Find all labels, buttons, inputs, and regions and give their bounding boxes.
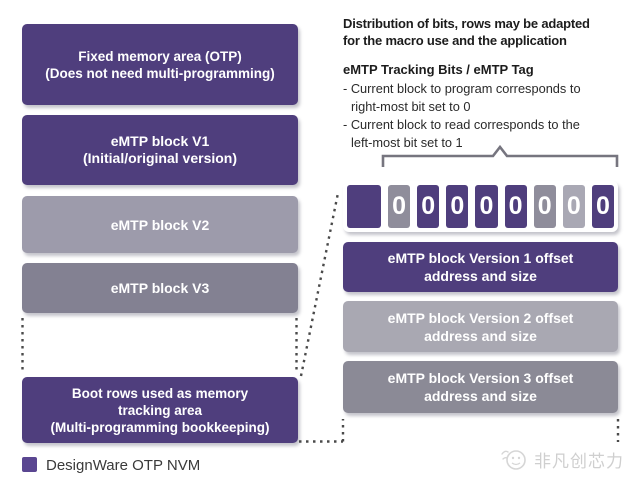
bullet-line: - Current block to read corresponds to t… [343,117,580,132]
watermark-text: 非凡创芯力 [534,451,624,471]
legend-label: DesignWare OTP NVM [46,457,201,474]
block-text-line: eMTP block Version 1 offset [387,250,574,266]
watermark-logo-icon [501,450,526,470]
bit-cell: 0 [388,185,411,228]
block-text-line: eMTP block V1 [110,133,210,149]
right-title: Distribution of bits, rows may be adapte… [343,15,640,49]
bit-cell: 0 [504,185,527,228]
block-text-line: address and size [424,327,537,344]
block-boot-rows: Boot rows used as memory tracking area (… [22,377,298,443]
block-version3-offset: eMTP block Version 3 offset address and … [343,361,618,413]
tracking-bits-row: 0 0 0 0 0 0 0 0 [343,181,618,232]
dashed-diagonal-connector [299,192,340,377]
block-emtp-v1: eMTP block V1 (Initial/original version) [22,115,298,185]
block-text-line: (Multi-programming bookkeeping) [50,419,270,435]
block-text-line: eMTP block V2 [110,216,210,233]
right-title-line: Distribution of bits, rows may be adapte… [343,16,590,31]
bit-cell: 0 [533,185,556,228]
block-version2-offset: eMTP block Version 2 offset address and … [343,301,618,352]
block-emtp-v3: eMTP block V3 [22,263,298,313]
block-text-line: eMTP block Version 2 offset [387,309,574,326]
bit-cell: 0 [417,185,440,228]
block-text-line: address and size [424,388,537,404]
block-text-line: (Initial/original version) [82,150,238,166]
watermark: 非凡创芯力 [499,445,624,473]
block-fixed-memory-area: Fixed memory area (OTP) (Does not need m… [22,24,298,105]
bit-cell: 0 [562,185,585,228]
brace [381,144,619,167]
block-text-line: address and size [424,268,537,284]
block-text-line: Boot rows used as memory [71,385,249,401]
bullet-line: left-most bit set to 1 [351,135,463,150]
bullet-line: right-most bit set to 0 [351,99,471,114]
legend-swatch [22,457,37,472]
block-text-line: Fixed memory area (OTP) [78,48,242,64]
tracking-bits-heading: eMTP Tracking Bits / eMTP Tag [343,62,534,77]
bullet-line: - Current block to program corresponds t… [343,81,581,96]
bit-cell: 0 [591,185,614,228]
bit-cell: 0 [446,185,469,228]
bit-cell [347,185,381,228]
block-text-line: eMTP block Version 3 offset [387,370,574,386]
tracking-bits-bullets: - Current block to program corresponds t… [343,80,581,152]
right-title-line: for the macro use and the application [343,33,567,48]
block-text-line: eMTP block V3 [110,280,210,296]
bit-cell: 0 [475,185,498,228]
block-text-line: tracking area [117,402,203,418]
block-text-line: (Does not need multi-programming) [45,65,275,81]
block-version1-offset: eMTP block Version 1 offset address and … [343,242,618,292]
block-emtp-v2: eMTP block V2 [22,196,298,253]
